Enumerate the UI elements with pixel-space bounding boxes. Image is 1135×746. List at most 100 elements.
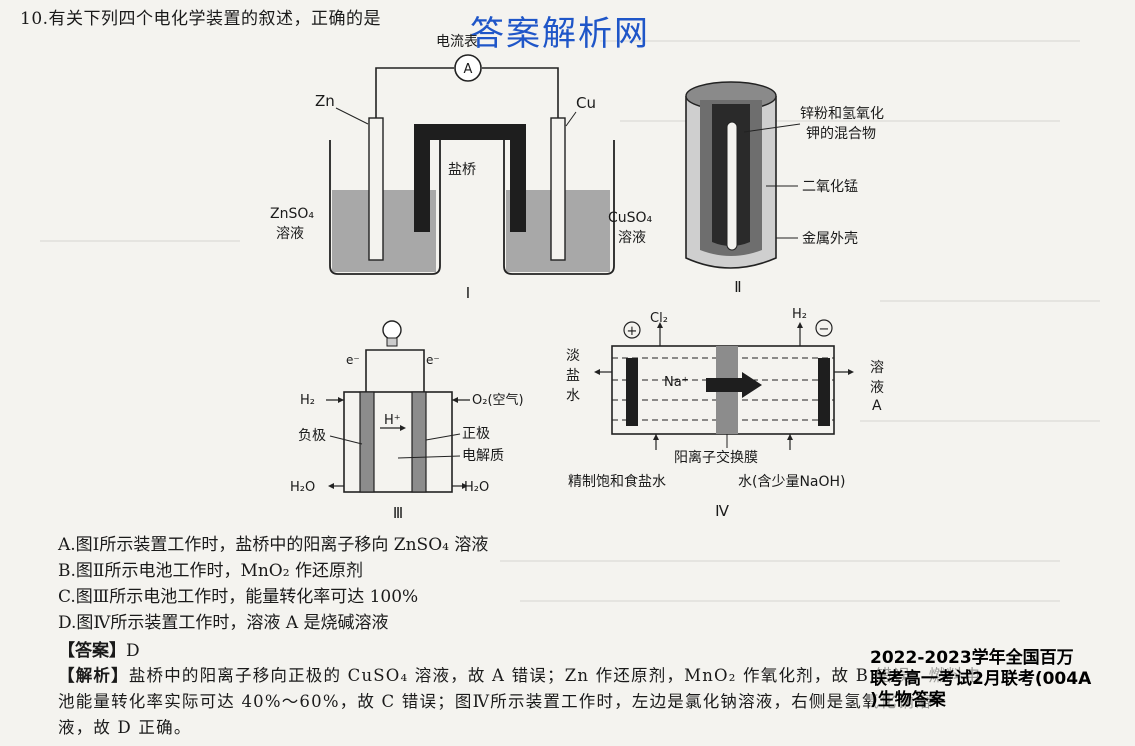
proton-arrowhead (400, 425, 406, 431)
plus-terminal-icon (623, 321, 641, 339)
right-beaker (503, 140, 615, 275)
electron-right: e⁻ (426, 353, 440, 367)
wire-left (375, 67, 454, 118)
brine-in-label: 精制饱和食盐水 (568, 473, 666, 490)
figure-1-numeral: Ⅰ (466, 284, 470, 302)
copper-electrode (550, 117, 566, 261)
ammeter-label: 电流表 (436, 34, 478, 50)
figure-2: 锌粉和氢氧化 钾的混合物 二氧化锰 金属外壳 Ⅱ (685, 81, 884, 296)
ammeter-symbol: A (464, 62, 473, 77)
stamp-line-1: 2022-2023学年全国百万 (870, 648, 1074, 668)
zn-label: Zn (315, 92, 335, 110)
cu-label: Cu (576, 94, 596, 112)
cuso4-label-2: 溶液 (618, 230, 646, 246)
electron-left: e⁻ (346, 353, 360, 367)
cathode-plate (411, 391, 427, 493)
minus-sign: − (819, 322, 830, 337)
h2-label: H₂ (300, 393, 315, 408)
shell-label: 金属外壳 (802, 230, 858, 247)
zinc-koh-label: 锌粉和氢氧化 (800, 106, 884, 122)
anode-plate (359, 391, 375, 493)
analysis-line-1: 【解析】盐桥中的阳离子移向正极的 CuSO₄ 溶液，故 A 错误；Zn 作还原剂… (58, 662, 982, 686)
analysis-line-2: 池能量转化率实际可达 40%～60%，故 C 错误；图Ⅳ所示装置工作时，左边是氯… (58, 692, 933, 711)
figures-svg: A 电流表 Zn Cu 盐桥 ZnSO₄ 溶液 CuSO₄ 溶液 Ⅰ (270, 34, 884, 522)
mno2-label: 二氧化锰 (802, 179, 858, 195)
cathode-bar (818, 358, 830, 426)
o2-label: O₂(空气) (472, 392, 524, 408)
analysis-line-3: 液，故 D 正确。 (58, 718, 192, 737)
water-in-head (787, 434, 793, 440)
o2-arrowhead (452, 397, 458, 403)
water-out-left-head (328, 483, 334, 489)
brine-out-label-3: 水 (566, 388, 580, 404)
plus-sign: + (627, 324, 638, 339)
cu-leader (565, 111, 577, 127)
answer-label: 【答案】 (58, 641, 126, 661)
fuel-cell-body (343, 391, 453, 493)
anode-label: 负极 (298, 428, 326, 444)
salt-bridge-label: 盐桥 (448, 162, 476, 178)
option-b: B.图Ⅱ所示电池工作时，MnO₂ 作还原剂 (58, 561, 363, 581)
label1-leader (743, 123, 801, 133)
cuso4-label: CuSO₄ (608, 210, 653, 226)
solution-a-label-3: A (872, 398, 882, 414)
stamp-line-3: )生物答案 (870, 690, 946, 710)
stamp-line-2: 联考高一考试2月联考(004A (870, 669, 1092, 689)
zn-leader (335, 107, 369, 125)
water-left-label: H₂O (290, 480, 315, 495)
figure-4: + − Cl₂ H₂ 淡 盐 水 溶 液 A Na⁺ 阳离子交换膜 (566, 307, 884, 520)
figure-3-numeral: Ⅲ (393, 504, 403, 522)
solution-a-head (848, 369, 854, 375)
bulb-icon (382, 320, 402, 340)
figure-2-numeral: Ⅱ (734, 278, 741, 296)
cl2-label: Cl₂ (650, 311, 668, 326)
answer-value: D (126, 641, 140, 661)
center-rod (726, 121, 738, 251)
analysis-label: 【解析】 (58, 666, 129, 685)
membrane-label: 阳离子交换膜 (674, 449, 758, 466)
fuel-cell-wire (365, 349, 425, 392)
water-out-right-head (462, 483, 468, 489)
bulb-base (386, 337, 398, 347)
option-c: C.图Ⅲ所示电池工作时，能量转化率可达 100% (58, 587, 419, 607)
option-a: A.图Ⅰ所示装置工作时，盐桥中的阳离子移向 ZnSO₄ 溶液 (58, 535, 489, 555)
cathode-leader (425, 433, 461, 441)
figure-1: A 电流表 Zn Cu 盐桥 ZnSO₄ 溶液 CuSO₄ 溶液 Ⅰ (270, 34, 653, 302)
electrolyte-label: 电解质 (462, 448, 504, 464)
h2-out-arrowhead (797, 322, 803, 328)
brine-in-head (653, 434, 659, 440)
solution-a-label-1: 溶 (870, 360, 884, 376)
brine-out-head (594, 369, 600, 375)
water-right-label: H₂O (464, 480, 489, 495)
figure-4-numeral: Ⅳ (715, 502, 729, 520)
watermark: 答案解析网 (470, 14, 650, 54)
na-flow-arrow (706, 372, 762, 398)
left-beaker (329, 140, 441, 275)
brine-out-label-2: 盐 (566, 368, 580, 384)
figure-3: e⁻ e⁻ H₂ O₂(空气) H⁺ 负极 正极 电解质 H₂O H (290, 320, 524, 522)
znso4-label: ZnSO₄ (270, 206, 314, 222)
option-d: D.图Ⅳ所示装置工作时，溶液 A 是烧碱溶液 (58, 613, 389, 633)
proton-label: H⁺ (384, 413, 401, 428)
cl2-arrowhead (657, 322, 663, 328)
cathode-label: 正极 (462, 426, 490, 442)
znso4-label-2: 溶液 (276, 226, 304, 242)
electrolyte-leader (397, 455, 461, 459)
anode-leader (329, 435, 363, 445)
water-in-label: 水(含少量NaOH) (738, 474, 846, 490)
anode-bar (626, 358, 638, 426)
analysis-text-1: 盐桥中的阳离子移向正极的 CuSO₄ 溶液，故 A 错误；Zn 作还原剂，MnO… (128, 666, 982, 685)
na-ion-label: Na⁺ (664, 375, 689, 390)
source-stamp: 2022-2023学年全国百万 联考高一考试2月联考(004A )生物答案 (870, 648, 1092, 711)
question-title: 10.有关下列四个电化学装置的叙述，正确的是 (20, 9, 382, 29)
answer-line: 【答案】D (58, 636, 140, 661)
h2-out-label: H₂ (792, 307, 807, 322)
zinc-koh-label-2: 钾的混合物 (806, 126, 876, 142)
wire-right (482, 67, 559, 118)
h2-arrowhead (338, 397, 344, 403)
salt-bridge (414, 124, 526, 232)
brine-out-label-1: 淡 (566, 348, 580, 364)
solution-a-label-2: 液 (870, 380, 884, 396)
zinc-electrode (368, 117, 384, 261)
